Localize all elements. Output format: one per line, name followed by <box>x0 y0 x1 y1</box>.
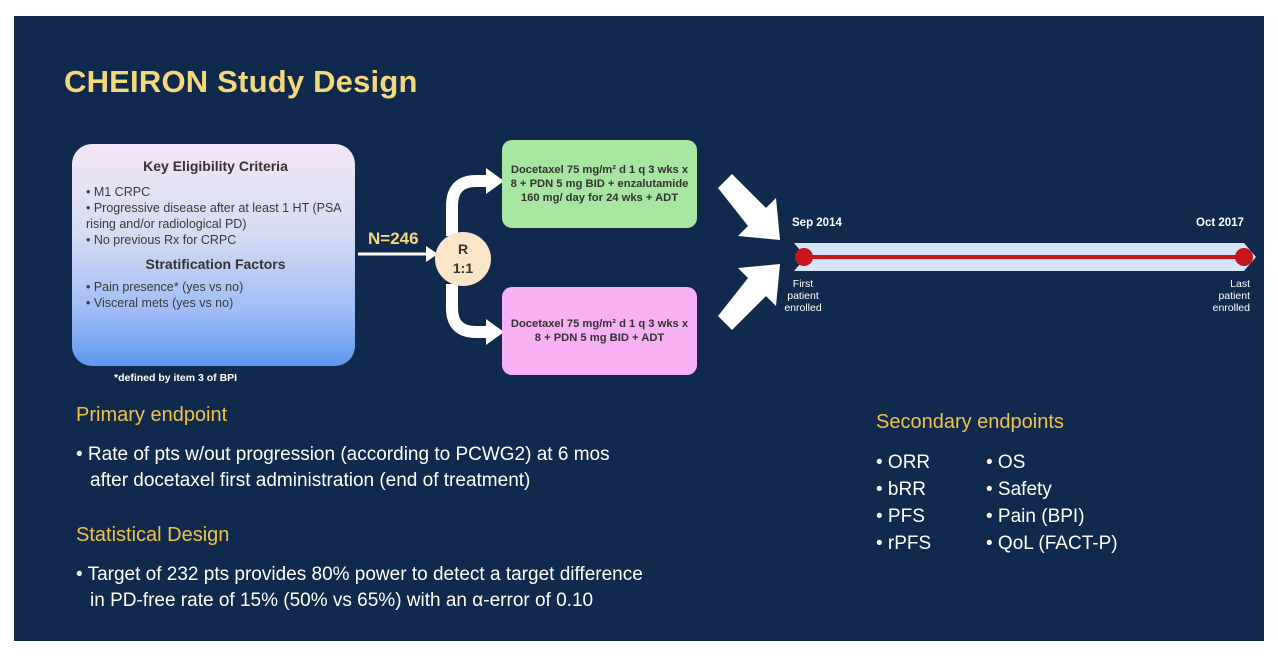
text-line: after docetaxel first administration (en… <box>90 470 531 491</box>
slide: CHEIRON Study Design Key Eligibility Cri… <box>14 16 1264 641</box>
label-line: patient <box>1218 290 1250 302</box>
secondary-endpoints-col2: • OS • Safety • Pain (BPI) • QoL (FACT-P… <box>986 449 1118 557</box>
timeline-start-label: First patient enrolled <box>778 278 828 314</box>
timeline-start-date: Sep 2014 <box>792 217 842 229</box>
list-item: • bRR <box>876 479 926 500</box>
statistical-design-text: • Target of 232 pts provides 80% power t… <box>76 562 796 614</box>
arm-control-text: Docetaxel 75 mg/m² d 1 q 3 wks x 8 + PDN… <box>510 318 689 344</box>
slide-title: CHEIRON Study Design <box>64 64 418 99</box>
text-line: • Target of 232 pts provides 80% power t… <box>76 564 643 585</box>
secondary-endpoints-heading: Secondary endpoints <box>876 411 1064 433</box>
enroll-arrow <box>358 246 438 262</box>
timeline-end-dot <box>1235 248 1253 266</box>
primary-endpoint-heading: Primary endpoint <box>76 404 228 426</box>
list-item: • rPFS <box>876 533 932 554</box>
text-line: • Rate of pts w/out progression (accordi… <box>76 444 610 465</box>
timeline-start-dot <box>795 248 813 266</box>
randomization-node: R 1:1 <box>435 232 491 286</box>
arm-combination: Docetaxel 75 mg/m² d 1 q 3 wks x 8 + PDN… <box>502 140 697 228</box>
arm-combination-text: Docetaxel 75 mg/m² d 1 q 3 wks x 8 + PDN… <box>510 164 689 204</box>
list-item: • QoL (FACT-P) <box>986 533 1118 554</box>
list-item: • Pain (BPI) <box>986 506 1085 527</box>
criterion: • M1 CRPC <box>86 185 151 199</box>
arm-control: Docetaxel 75 mg/m² d 1 q 3 wks x 8 + PDN… <box>502 287 697 375</box>
timeline-end-label: Last patient enrolled <box>1200 278 1250 314</box>
strat-factor: • Visceral mets (yes vs no) <box>86 296 234 310</box>
randomization-letter: R <box>457 241 469 257</box>
label-line: First <box>792 278 814 290</box>
list-item: • Safety <box>986 479 1052 500</box>
list-item: • PFS <box>876 506 925 527</box>
arm2-arrowhead <box>486 319 504 345</box>
label-line: patient <box>787 290 819 302</box>
timeline <box>794 243 1256 271</box>
eligibility-box: Key Eligibility Criteria • M1 CRPC • Pro… <box>72 144 355 366</box>
label-line: enrolled <box>784 302 822 314</box>
randomization-ratio: 1:1 <box>452 260 474 276</box>
randomization-bracket <box>446 175 488 338</box>
stratification-heading: Stratification Factors <box>145 256 286 272</box>
timeline-end-date: Oct 2017 <box>1196 217 1244 229</box>
label-line: Last <box>1230 278 1250 290</box>
secondary-endpoints-col1: • ORR • bRR • PFS • rPFS <box>876 449 931 557</box>
criterion: • Progressive disease after at least 1 H… <box>86 201 341 231</box>
strat-factor: • Pain presence* (yes vs no) <box>86 280 244 294</box>
text-line: in PD-free rate of 15% (50% vs 65%) with… <box>90 590 594 611</box>
arrow-up-right-icon <box>718 264 780 330</box>
footnote: *defined by item 3 of BPI <box>114 372 238 384</box>
label-line: enrolled <box>1212 302 1250 314</box>
criterion: • No previous Rx for CRPC <box>86 233 237 247</box>
arm1-arrowhead <box>486 168 504 194</box>
statistical-design-heading: Statistical Design <box>76 524 230 546</box>
list-item: • OS <box>986 452 1026 473</box>
primary-endpoint-text: • Rate of pts w/out progression (accordi… <box>76 442 756 494</box>
enrollment-count: N=246 <box>368 229 419 248</box>
arrow-down-right-icon <box>718 174 780 240</box>
flow-connectors <box>358 168 1256 345</box>
eligibility-heading: Key Eligibility Criteria <box>143 158 288 174</box>
list-item: • ORR <box>876 452 931 473</box>
